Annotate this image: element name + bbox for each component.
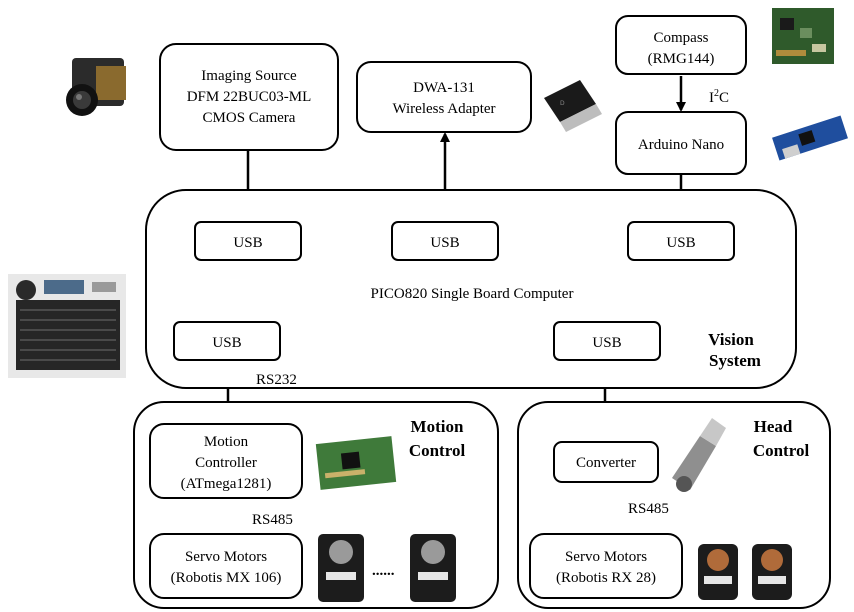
servo-motor-photo [318, 534, 456, 602]
rs485-motion-label: RS485 [252, 512, 293, 528]
usb-label: USB [430, 235, 459, 251]
i2c-label: I2C [709, 88, 729, 106]
motion-controller-label-2: Controller [195, 455, 257, 471]
servo-motor-photo [698, 544, 792, 600]
camera-label-3: CMOS Camera [203, 110, 296, 126]
controller-board-photo [315, 436, 397, 490]
usb-label: USB [212, 335, 241, 351]
camera-label-2: DFM 22BUC03-ML [187, 89, 312, 105]
compass-board-photo [772, 8, 834, 64]
svg-text:D: D [560, 100, 565, 107]
servo-rx28-label-1: Servo Motors [565, 549, 647, 565]
usb-port-camera [194, 221, 302, 261]
usb-port-wireless [391, 221, 499, 261]
wireless-label-1: DWA-131 [413, 80, 475, 96]
rs485-head-label: RS485 [628, 501, 669, 517]
sbc-board-photo [8, 274, 126, 378]
servo-rx28-label-2: (Robotis RX 28) [556, 570, 656, 586]
motion-controller-block [149, 423, 303, 499]
vision-system-label-1: Vision [708, 330, 754, 349]
converter-label: Converter [576, 455, 636, 471]
rs232-label: RS232 [256, 372, 297, 388]
pico820-label: PICO820 Single Board Computer [371, 286, 574, 302]
usb-port-head [553, 321, 661, 361]
ellipsis-dots: ...... [372, 563, 395, 579]
compass-label-1: Compass [653, 30, 708, 46]
camera-label-1: Imaging Source [201, 68, 297, 84]
head-control-label-1: Head [754, 417, 793, 436]
usb-port-arduino [627, 221, 735, 261]
head-control-label-2: Control [753, 441, 810, 460]
arduino-board-photo [772, 115, 848, 161]
wireless-block [356, 61, 532, 133]
compass-label-2: (RMG144) [648, 51, 715, 67]
servo-rx28-block [529, 533, 683, 599]
usb-label: USB [233, 235, 262, 251]
motion-controller-label-3: (ATmega1281) [181, 476, 272, 492]
usb-converter-photo [672, 418, 726, 492]
usb-port-motion [173, 321, 281, 361]
motion-controller-label-1: Motion [204, 434, 249, 450]
camera-block [159, 43, 339, 151]
wireless-label-2: Wireless Adapter [392, 101, 495, 117]
motion-control-label-1: Motion [411, 417, 464, 436]
converter-block [553, 441, 659, 483]
compass-block [615, 15, 747, 75]
arduino-block [615, 111, 747, 175]
usb-label: USB [666, 235, 695, 251]
servo-mx106-label-1: Servo Motors [185, 549, 267, 565]
motion-control-label-2: Control [409, 441, 466, 460]
usb-label: USB [592, 335, 621, 351]
servo-mx106-block [149, 533, 303, 599]
servo-mx106-label-2: (Robotis MX 106) [171, 570, 282, 586]
arduino-label: Arduino Nano [638, 137, 724, 153]
vision-system-label-2: System [709, 351, 761, 370]
camera-photo [66, 58, 126, 116]
usb-dongle-photo: D [544, 80, 602, 132]
